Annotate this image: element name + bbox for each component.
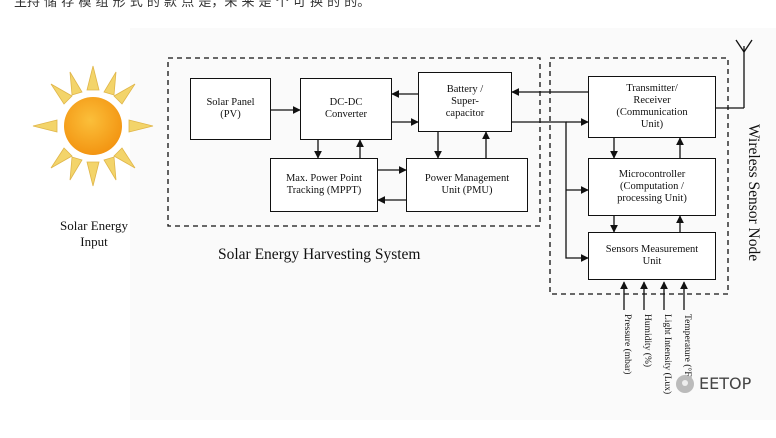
micro-sublabel-2: processing Unit) xyxy=(617,193,687,204)
input-temperature-label: Temperature (°F) xyxy=(682,314,692,380)
sun-icon xyxy=(32,65,154,187)
micro-label: Microcontroller xyxy=(618,169,686,180)
mppt-label: Max. Power Point xyxy=(285,173,363,184)
micro-sublabel-1: (Computation / xyxy=(620,181,684,192)
sensors-label: Sensors Measurement xyxy=(605,244,699,255)
sensors-sublabel: Unit xyxy=(642,256,662,267)
input-pressure-label: Pressure (mbar) xyxy=(622,314,632,375)
transmitter-sublabel-2: (Communication xyxy=(616,107,688,118)
dcdc-sublabel: Converter xyxy=(325,109,367,120)
antenna-icon xyxy=(716,39,753,109)
sun-label: Solar Energy Input xyxy=(46,218,142,250)
harvesting-system-title: Solar Energy Harvesting System xyxy=(218,246,421,263)
transmitter-label: Transmitter/ xyxy=(626,83,678,94)
transmitter-sublabel-1: Receiver xyxy=(633,95,671,106)
solar-panel-sublabel: (PV) xyxy=(220,109,241,120)
input-light-label: Light Intensity (Lux) xyxy=(662,314,672,395)
mppt-sublabel: Tracking (MPPT) xyxy=(286,185,362,196)
input-humidity-label: Humidity (%) xyxy=(642,314,652,368)
battery-box: Battery /Super-capacitor xyxy=(418,72,512,132)
solar-panel-label: Solar Panel xyxy=(206,97,255,108)
battery-sublabel-1: Super- xyxy=(451,96,479,107)
brand-label: EETOP xyxy=(699,374,752,393)
transmitter-sublabel-3: Unit) xyxy=(640,119,664,130)
dcdc-label: DC-DC xyxy=(329,97,363,108)
brand-watermark: EETOP xyxy=(676,374,751,393)
sun-label-line1: Solar Energy xyxy=(60,218,128,233)
battery-label: Battery / xyxy=(446,84,484,95)
header-text: 主持 储 存 模 组 形 式 的 款 点 是，未 来 是 个 可 换 的 的。 xyxy=(14,0,371,10)
sun-label-line2: Input xyxy=(80,234,108,249)
solar-panel-box: Solar Panel(PV) xyxy=(190,78,271,140)
pmu-label: Power Management xyxy=(424,173,510,184)
microcontroller-box: Microcontroller(Computation /processing … xyxy=(588,158,716,216)
battery-sublabel-2: capacitor xyxy=(445,108,485,119)
wechat-icon xyxy=(676,374,694,393)
sensor-node-title: Wireless Sensor Node xyxy=(745,124,762,262)
pmu-sublabel: Unit (PMU) xyxy=(441,185,493,196)
